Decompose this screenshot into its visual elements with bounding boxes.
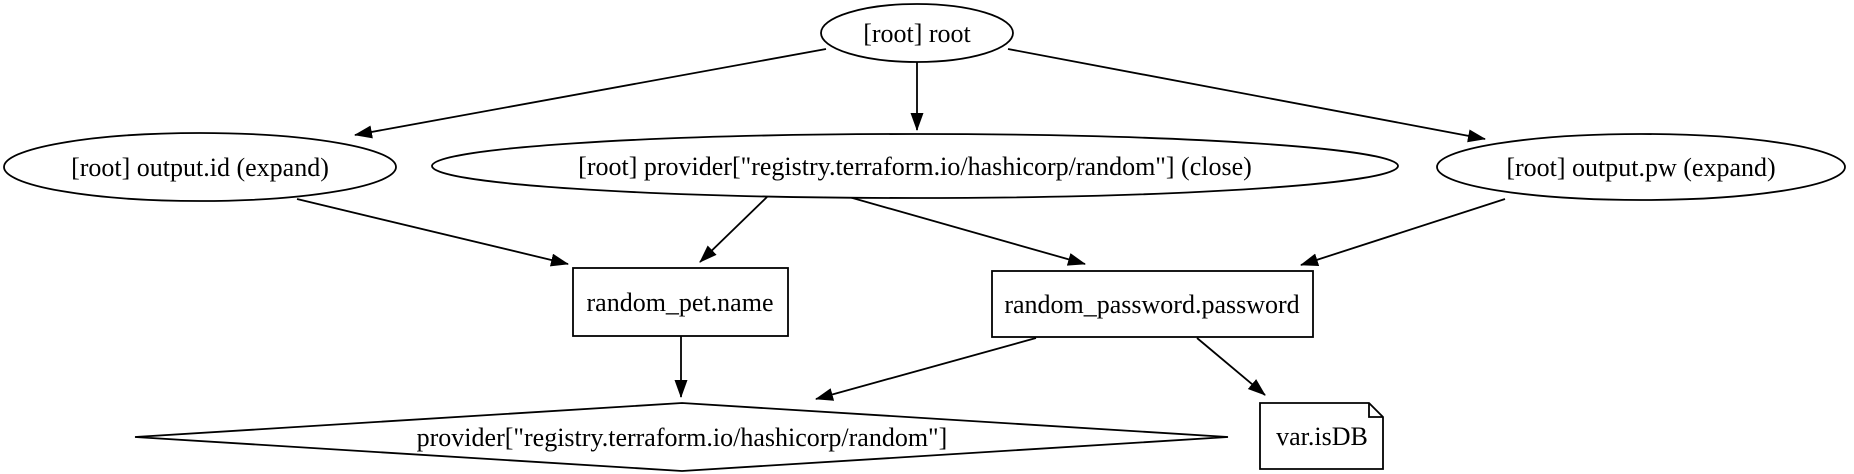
node-root-ellipse <box>820 3 1014 63</box>
node-provider-close-label: [root] provider["registry.terraform.io/h… <box>578 152 1252 181</box>
node-provider-diamond <box>134 402 1229 472</box>
node-random-pet-label: random_pet.name <box>587 288 774 317</box>
node-provider-label: provider["registry.terraform.io/hashicor… <box>417 423 948 452</box>
edge-provider-close-to-random-password <box>848 196 1086 266</box>
node-provider: provider["registry.terraform.io/hashicor… <box>134 402 1229 472</box>
node-output-pw-label: [root] output.pw (expand) <box>1506 153 1775 182</box>
node-var-isdb-note <box>1259 402 1384 470</box>
node-provider-close-ellipse <box>431 133 1399 199</box>
edge-random-password-to-provider <box>815 337 1037 401</box>
node-var-isdb-note-fold <box>1368 403 1383 418</box>
edge-random-password-to-var-isdb <box>1196 337 1266 396</box>
node-output-id: [root] output.id (expand) <box>3 132 397 202</box>
node-random-pet-box <box>572 267 789 337</box>
node-var-isdb: var.isDB <box>1259 402 1384 470</box>
edge-output-pw-to-random-password <box>1300 198 1506 266</box>
node-output-pw: [root] output.pw (expand) <box>1436 133 1846 201</box>
edges <box>296 48 1506 401</box>
edge-output-id-to-random-pet <box>296 198 569 267</box>
node-random-pet: random_pet.name <box>572 267 789 337</box>
node-root: [root] root <box>820 3 1014 63</box>
edge-provider-close-to-random-pet <box>699 196 768 263</box>
edge-root-to-output-id <box>354 48 827 139</box>
node-provider-close: [root] provider["registry.terraform.io/h… <box>431 133 1399 199</box>
node-output-id-label: [root] output.id (expand) <box>71 153 329 182</box>
node-output-id-ellipse <box>3 132 397 202</box>
node-random-password-label: random_password.password <box>1004 290 1299 319</box>
node-var-isdb-label: var.isDB <box>1276 422 1368 451</box>
edge-root-to-output-pw <box>1007 48 1486 143</box>
node-root-label: [root] root <box>863 19 971 48</box>
node-random-password-box <box>991 270 1314 338</box>
node-random-password: random_password.password <box>991 270 1314 338</box>
node-output-pw-ellipse <box>1436 133 1846 201</box>
